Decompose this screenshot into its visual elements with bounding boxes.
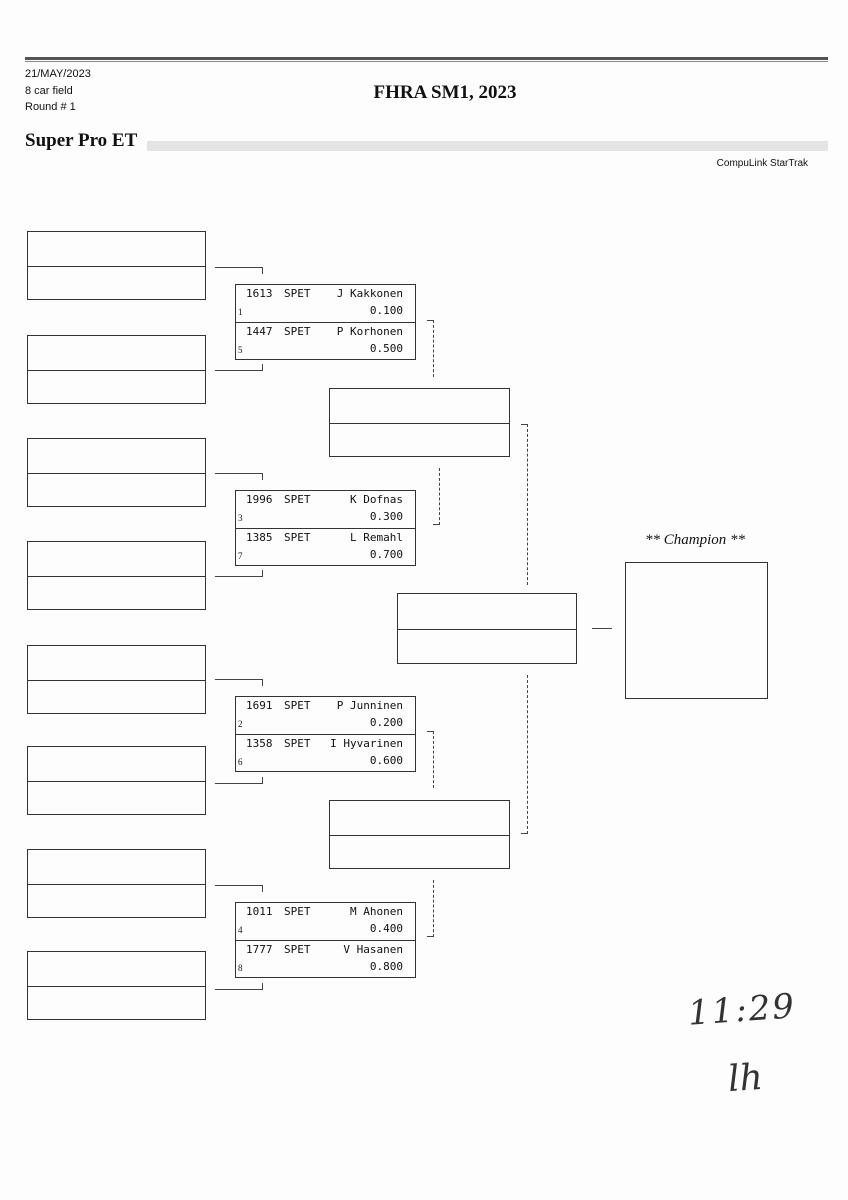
car-number: 1385 [246,531,273,544]
car-number: 1011 [246,905,273,918]
bracket-slot [27,645,206,714]
lane-top: 1691 SPET P Junninen 2 0.200 [236,697,415,734]
car-class: SPET [284,943,311,956]
car-class: SPET [284,531,311,544]
handwritten-initials: lh [726,1056,765,1101]
champion-label: ** Champion ** [644,532,745,548]
car-number: 1996 [246,493,273,506]
match-3: 1691 SPET P Junninen 2 0.200 1358 SPET I… [235,696,416,772]
seed: 4 [238,925,243,935]
car-number: 1447 [246,325,273,338]
seed: 7 [238,551,243,561]
driver-name: L Remahl [350,531,403,544]
bracket-slot-final [397,593,577,664]
car-class: SPET [284,325,311,338]
lane-bottom: 1447 SPET P Korhonen 5 0.500 [236,322,415,360]
lane-top: 1613 SPET J Kakkonen 1 0.100 [236,285,415,322]
car-number: 1613 [246,287,273,300]
dashed-connector [427,731,434,788]
driver-name: P Junninen [336,699,403,712]
seed: 2 [238,719,243,729]
car-number: 1777 [246,943,273,956]
connector [215,777,263,784]
lane-top: 1011 SPET M Ahonen 4 0.400 [236,903,415,940]
bracket-slot-round2 [329,800,510,869]
match-4: 1011 SPET M Ahonen 4 0.400 1777 SPET V H… [235,902,416,978]
dial-in: 0.800 [369,960,403,973]
match-1: 1613 SPET J Kakkonen 1 0.100 1447 SPET P… [235,284,416,360]
connector [215,473,263,480]
dashed-connector [433,468,440,525]
lane-bottom: 1358 SPET I Hyvarinen 6 0.600 [236,734,415,772]
driver-name: I Hyvarinen [330,737,403,750]
driver-name: K Dofnas [350,493,403,506]
seed: 8 [238,963,243,973]
lane-bottom: 1777 SPET V Hasanen 8 0.800 [236,940,415,978]
connector [215,983,263,990]
seed: 3 [238,513,243,523]
bracket-slot [27,335,206,404]
bracket-slot [27,231,206,300]
dashed-connector [427,880,434,937]
event-date: 21/MAY/2023 [25,68,91,80]
dial-in: 0.200 [369,716,403,729]
dashed-connector [427,320,434,377]
dial-in: 0.400 [369,922,403,935]
driver-name: M Ahonen [350,905,403,918]
bracket-slot [27,951,206,1020]
car-number: 1358 [246,737,273,750]
car-class: SPET [284,287,311,300]
car-class: SPET [284,699,311,712]
field-size: 8 car field [25,85,73,97]
driver-name: P Korhonen [336,325,403,338]
driver-name: J Kakkonen [336,287,403,300]
connector [215,364,263,371]
car-class: SPET [284,737,311,750]
car-class: SPET [284,493,311,506]
champion-box [625,562,768,699]
final-connector [592,628,612,629]
lane-top: 1996 SPET K Dofnas 3 0.300 [236,491,415,528]
class-title: Super Pro ET [25,130,138,151]
event-title: FHRA SM1, 2023 [373,82,517,103]
handwritten-time: 11:29 [686,986,798,1034]
connector [215,570,263,577]
bracket-slot [27,541,206,610]
driver-name: V Hasanen [343,943,403,956]
software-brand: CompuLink StarTrak [716,158,808,169]
dashed-connector [521,424,528,585]
dial-in: 0.700 [369,548,403,561]
dotted-fill [147,141,828,151]
bracket-slot [27,438,206,507]
seed: 5 [238,345,243,355]
dial-in: 0.100 [369,304,403,317]
bracket-slot-round2 [329,388,510,457]
dial-in: 0.600 [369,754,403,767]
lane-bottom: 1385 SPET L Remahl 7 0.700 [236,528,415,566]
seed: 6 [238,757,243,767]
bracket-slot [27,746,206,815]
top-rule [25,57,828,60]
top-rule-thin [25,61,828,62]
car-number: 1691 [246,699,273,712]
dial-in: 0.300 [369,510,403,523]
dashed-connector [521,675,528,834]
seed: 1 [238,307,243,317]
connector [215,267,263,274]
round-number: Round # 1 [25,101,76,113]
dial-in: 0.500 [369,342,403,355]
car-class: SPET [284,905,311,918]
connector [215,679,263,686]
match-2: 1996 SPET K Dofnas 3 0.300 1385 SPET L R… [235,490,416,566]
connector [215,885,263,892]
bracket-slot [27,849,206,918]
